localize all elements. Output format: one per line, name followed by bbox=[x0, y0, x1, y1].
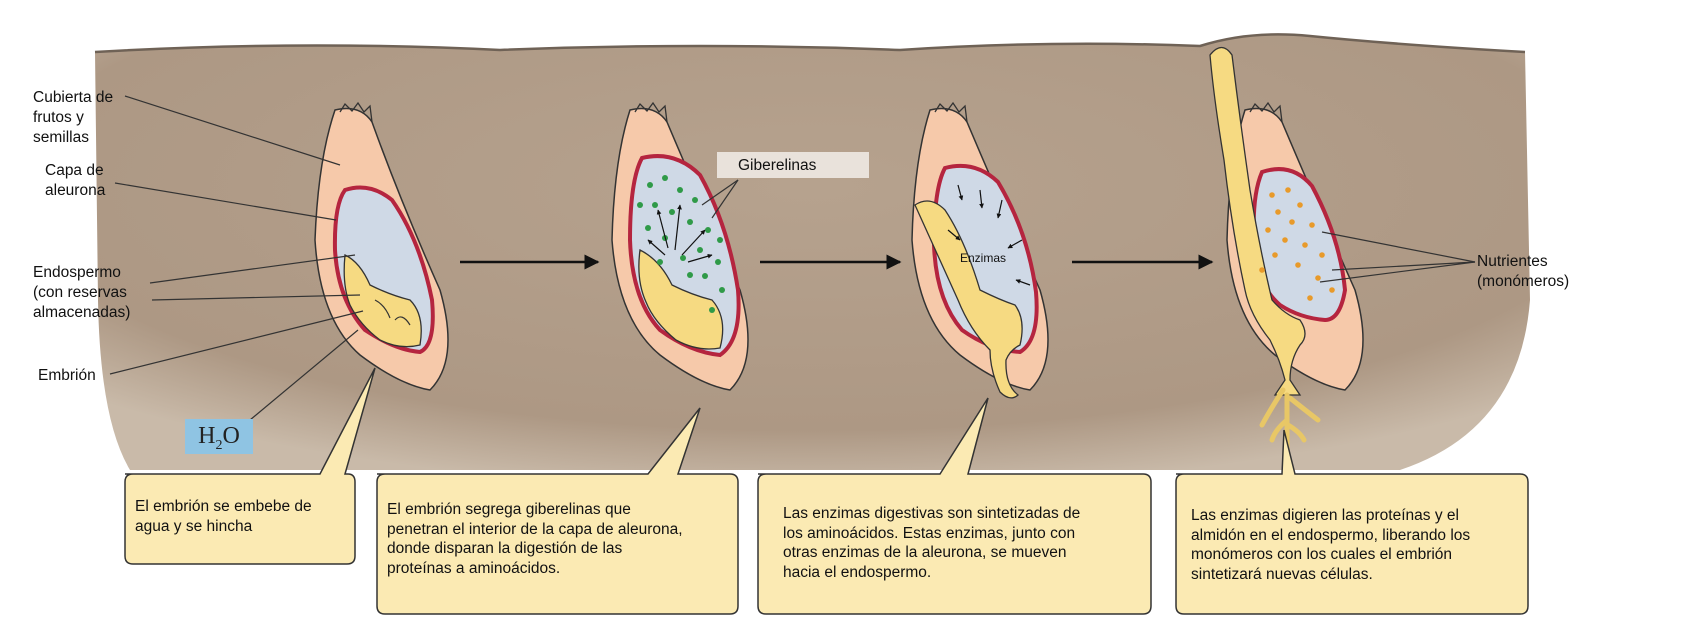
gibberellin-arrows bbox=[647, 204, 713, 263]
leader-lines bbox=[109, 95, 1476, 421]
seed-tip bbox=[1249, 101, 1283, 123]
seed-1 bbox=[314, 101, 449, 391]
seed-tip bbox=[634, 101, 668, 123]
svg-text:(con reservas: (con reservas bbox=[33, 284, 127, 301]
label-giberelinas: Giberelinas bbox=[738, 157, 817, 174]
svg-text:Capa de: Capa de bbox=[45, 162, 104, 179]
label-aleurona: Capa de aleurona bbox=[45, 162, 106, 199]
svg-text:Endospermo: Endospermo bbox=[33, 264, 121, 281]
svg-text:(monómeros): (monómeros) bbox=[1477, 273, 1569, 290]
enzyme-arrows bbox=[947, 184, 1031, 286]
label-embrion: Embrión bbox=[38, 367, 96, 384]
svg-text:Cubierta de: Cubierta de bbox=[33, 89, 113, 106]
seed-tip bbox=[339, 101, 373, 123]
svg-text:frutos y: frutos y bbox=[33, 109, 84, 126]
soil bbox=[95, 34, 1530, 470]
seed-3 bbox=[911, 101, 1049, 399]
caption-box-4 bbox=[1175, 429, 1529, 615]
label-enzimas: Enzimas bbox=[960, 251, 1006, 265]
nutrient-dots bbox=[1259, 187, 1335, 301]
embryo bbox=[343, 254, 422, 348]
seed-2 bbox=[611, 101, 749, 391]
caption-box-2 bbox=[376, 407, 739, 615]
gibberellin-dots bbox=[637, 175, 725, 313]
label-cubierta: Cubierta de frutos y semillas bbox=[33, 89, 113, 146]
label-nutrientes: Nutrientes (monómeros) bbox=[1477, 253, 1569, 290]
roots bbox=[1259, 387, 1321, 458]
label-giberelinas-bg bbox=[717, 152, 869, 178]
label-endospermo: Endospermo (con reservas almacenadas) bbox=[33, 264, 130, 321]
embryo bbox=[914, 200, 1023, 399]
svg-text:aleurona: aleurona bbox=[45, 182, 106, 199]
water-label: H2O bbox=[185, 419, 253, 454]
caption-3: Las enzimas digestivas son sintetizadas … bbox=[783, 505, 1081, 581]
seed-tip bbox=[934, 101, 968, 123]
svg-text:semillas: semillas bbox=[33, 129, 89, 146]
embryo bbox=[638, 249, 724, 350]
shoot bbox=[1209, 46, 1306, 396]
svg-text:Nutrientes: Nutrientes bbox=[1477, 253, 1548, 270]
caption-box-3 bbox=[757, 397, 1152, 615]
caption-box-1 bbox=[124, 367, 376, 565]
svg-text:almacenadas): almacenadas) bbox=[33, 304, 130, 321]
soil-surface bbox=[94, 33, 1526, 54]
